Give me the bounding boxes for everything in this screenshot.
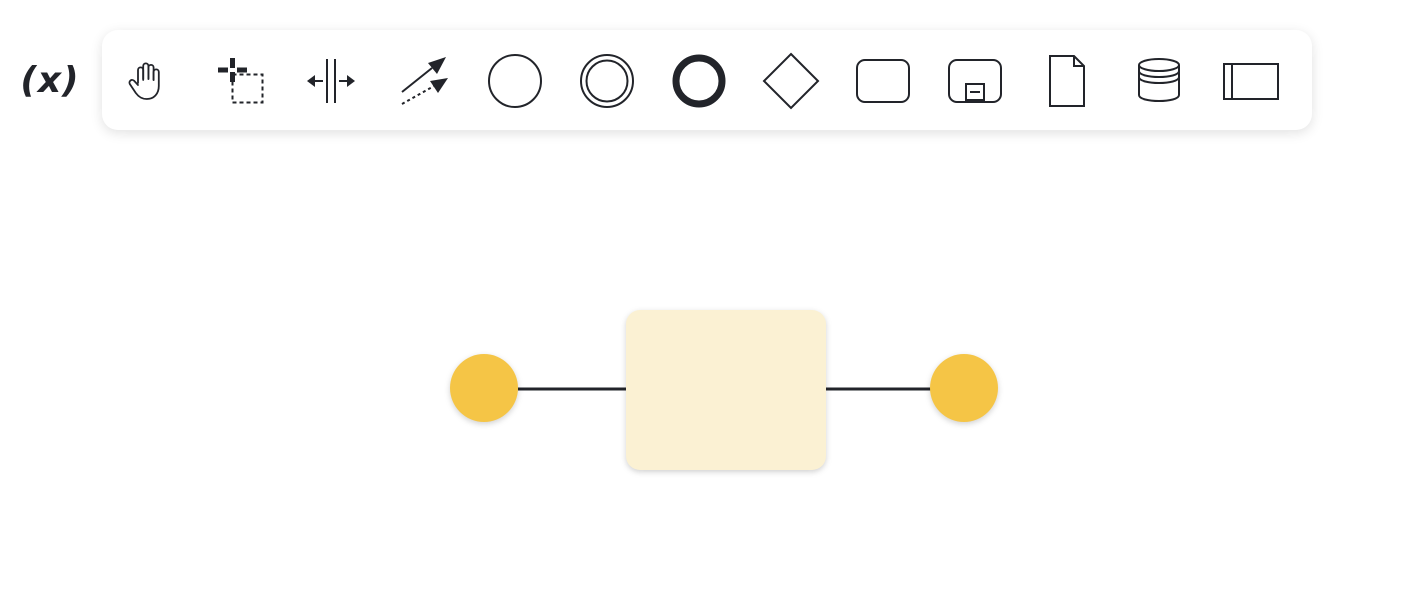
task[interactable] xyxy=(626,310,826,470)
hand-tool-button[interactable] xyxy=(116,50,178,112)
lasso-tool-button[interactable] xyxy=(208,50,270,112)
end-event[interactable] xyxy=(930,354,998,422)
participant-tool-button[interactable] xyxy=(1220,50,1282,112)
participant-icon xyxy=(1223,63,1279,100)
end-event-icon xyxy=(672,54,726,108)
data-store-icon xyxy=(1138,58,1180,102)
intermediate-event-icon xyxy=(580,54,634,108)
space-icon xyxy=(307,59,355,103)
data-object-icon xyxy=(1049,55,1085,107)
intermediate-event-tool-button[interactable] xyxy=(576,50,638,112)
variables-toggle-button[interactable]: (x) xyxy=(20,59,80,101)
space-tool-button[interactable] xyxy=(300,50,362,112)
end-event-tool-button[interactable] xyxy=(668,50,730,112)
subprocess-icon xyxy=(948,59,1002,103)
start-event-icon xyxy=(488,54,542,108)
lasso-icon xyxy=(218,58,264,104)
global-connect-tool-button[interactable] xyxy=(392,50,454,112)
subprocess-tool-button[interactable] xyxy=(944,50,1006,112)
task-icon xyxy=(856,59,910,103)
task-tool-button[interactable] xyxy=(852,50,914,112)
start-event-tool-button[interactable] xyxy=(484,50,546,112)
diagram-canvas[interactable] xyxy=(0,140,1414,602)
data-object-tool-button[interactable] xyxy=(1036,50,1098,112)
tool-palette xyxy=(102,30,1312,130)
connect-icon xyxy=(401,57,448,105)
gateway-tool-button[interactable] xyxy=(760,50,822,112)
gateway-icon xyxy=(762,52,820,110)
data-store-tool-button[interactable] xyxy=(1128,50,1190,112)
start-event[interactable] xyxy=(450,354,518,422)
hand-icon xyxy=(128,62,160,100)
